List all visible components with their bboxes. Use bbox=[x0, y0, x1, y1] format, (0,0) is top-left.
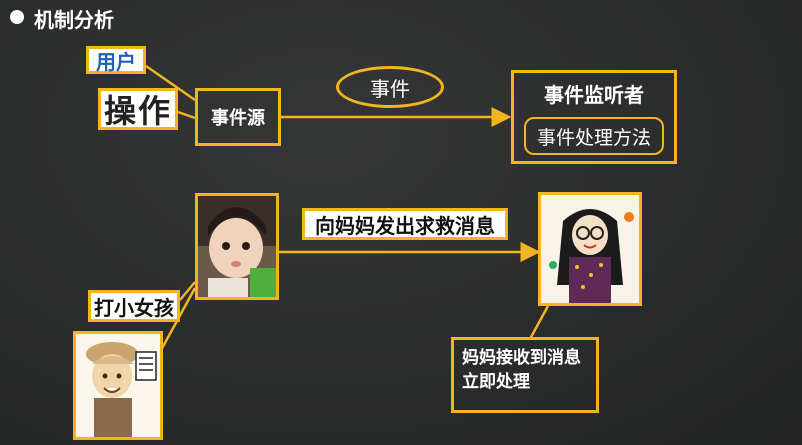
user-to-source-line bbox=[145, 64, 196, 102]
handler-method-box: 事件处理方法 bbox=[524, 117, 664, 155]
send-message-label: 向妈妈发出求救消息 bbox=[302, 208, 508, 240]
user-label: 用户 bbox=[86, 46, 146, 74]
event-label: 事件 bbox=[370, 76, 410, 101]
girl-photo bbox=[195, 193, 279, 300]
bullet-icon bbox=[10, 10, 24, 24]
handler-method-label: 事件处理方法 bbox=[536, 126, 651, 149]
listener-title: 事件监听者 bbox=[544, 83, 644, 107]
mom-to-note-line bbox=[528, 305, 550, 340]
event-listener-box: 事件监听者 事件处理方法 bbox=[511, 70, 677, 164]
mom-picture bbox=[541, 195, 639, 303]
hit-to-girl-line bbox=[179, 281, 196, 301]
event-source-box: 事件源 bbox=[195, 88, 281, 146]
hit-girl-label: 打小女孩 bbox=[88, 290, 180, 322]
girl-picture bbox=[198, 196, 276, 297]
operation-label: 操作 bbox=[98, 88, 178, 130]
mom-drawing bbox=[538, 192, 642, 306]
op-to-source-line bbox=[177, 110, 196, 120]
boy-picture bbox=[76, 334, 160, 437]
receive-handle-note: 妈妈接收到消息立即处理 bbox=[451, 337, 599, 413]
boy-cartoon bbox=[73, 331, 163, 440]
event-oval: 事件 bbox=[336, 66, 444, 108]
receive-handle-label: 妈妈接收到消息立即处理 bbox=[462, 348, 581, 392]
page-title: 机制分析 bbox=[34, 8, 114, 32]
event-source-label: 事件源 bbox=[211, 108, 265, 129]
